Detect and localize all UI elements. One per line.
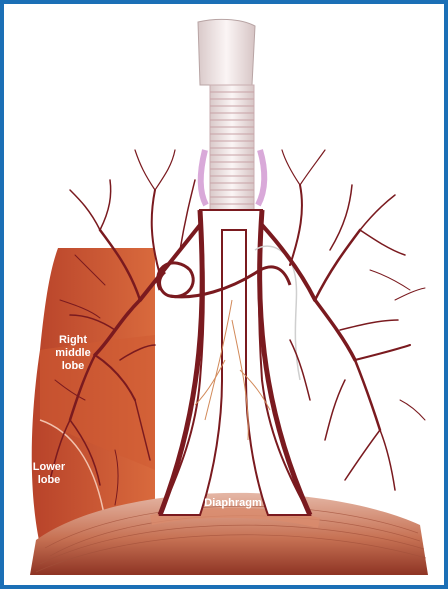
left-lung-vessels xyxy=(262,150,425,490)
label-lower-lobe: lobe xyxy=(38,474,61,486)
label-lobe: lobe xyxy=(62,360,85,372)
pleural-edge-right xyxy=(258,150,264,205)
diaphragm-label: Diaphragm xyxy=(204,497,262,509)
label-middle: middle xyxy=(55,347,90,359)
trachea xyxy=(198,19,255,85)
bronchi-partial-label: B xyxy=(296,322,304,334)
label-lower: Lower xyxy=(33,461,66,473)
pleural-edge-left xyxy=(201,150,206,205)
label-right: Right xyxy=(59,334,87,346)
